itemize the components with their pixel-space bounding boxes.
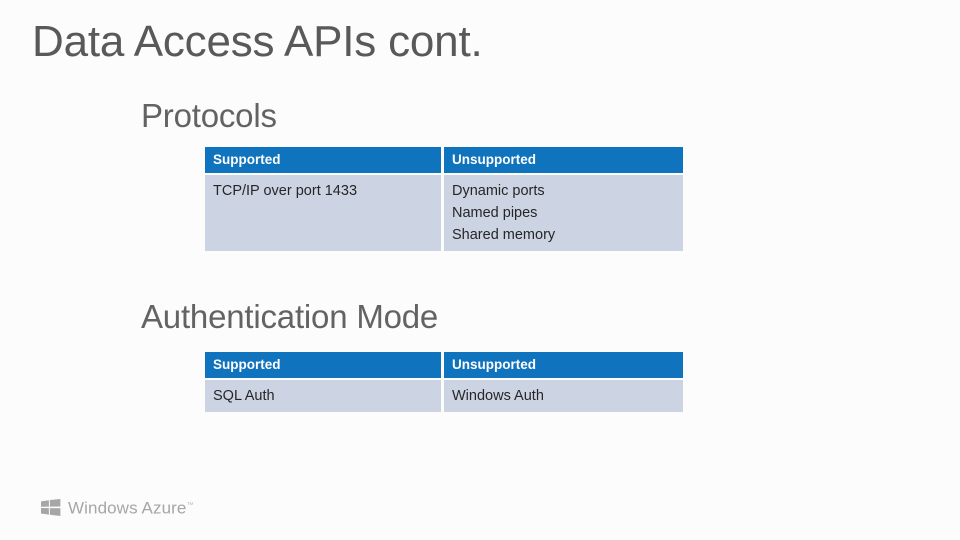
cell-line: Named pipes [452,205,538,221]
section-heading-authentication-mode: Authentication Mode [141,298,439,335]
table-header-row: Supported Unsupported [205,147,683,175]
section-heading-protocols: Protocols [141,97,277,134]
cell-line: Shared memory [452,227,556,243]
page-title: Data Access APIs cont. [32,17,483,66]
column-header-unsupported: Unsupported [444,352,683,380]
cell-line: Dynamic ports [452,183,545,199]
cell-auth-supported: SQL Auth [205,380,444,412]
cell-line: SQL Auth [213,388,275,404]
trademark-symbol: ™ [186,501,194,509]
table-row: SQL Auth Windows Auth [205,380,683,412]
protocols-table: Supported Unsupported TCP/IP over port 1… [205,147,683,251]
column-header-supported: Supported [205,352,444,380]
column-header-supported: Supported [205,147,444,175]
windows-azure-wordmark: Windows Azure™ [68,496,194,519]
windows-azure-logo: Windows Azure™ [41,496,194,518]
cell-protocols-supported: TCP/IP over port 1433 [205,175,444,251]
authentication-mode-table: Supported Unsupported SQL Auth Windows A… [205,352,683,412]
cell-line: TCP/IP over port 1433 [213,183,358,199]
table-header-row: Supported Unsupported [205,352,683,380]
cell-line: Windows Auth [452,388,544,404]
column-header-unsupported: Unsupported [444,147,683,175]
cell-auth-unsupported: Windows Auth [444,380,683,412]
table-row: TCP/IP over port 1433 Dynamic ports Name… [205,175,683,251]
logo-text: Windows Azure [68,498,187,518]
windows-flag-icon [41,498,61,516]
cell-protocols-unsupported: Dynamic ports Named pipes Shared memory [444,175,683,251]
